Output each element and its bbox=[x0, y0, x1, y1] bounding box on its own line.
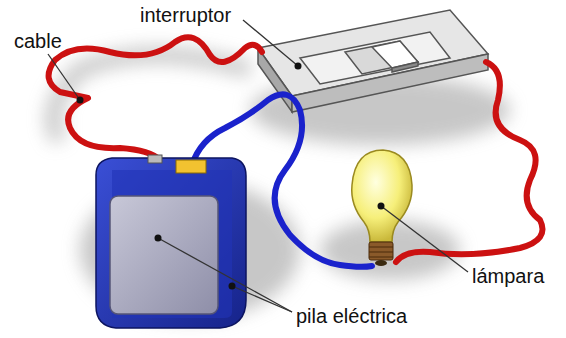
shadow bbox=[53, 55, 510, 320]
lamp-label: lámpara bbox=[472, 265, 544, 287]
battery-label: pila eléctrica bbox=[296, 305, 407, 327]
red-wire bbox=[396, 62, 543, 262]
wire-label: cable bbox=[14, 30, 62, 52]
switch-label: interruptor bbox=[140, 4, 231, 26]
battery bbox=[96, 155, 246, 328]
red-wire bbox=[49, 37, 262, 160]
leader-lines bbox=[48, 20, 468, 312]
lamp bbox=[352, 150, 412, 266]
leader-dots bbox=[77, 63, 385, 290]
